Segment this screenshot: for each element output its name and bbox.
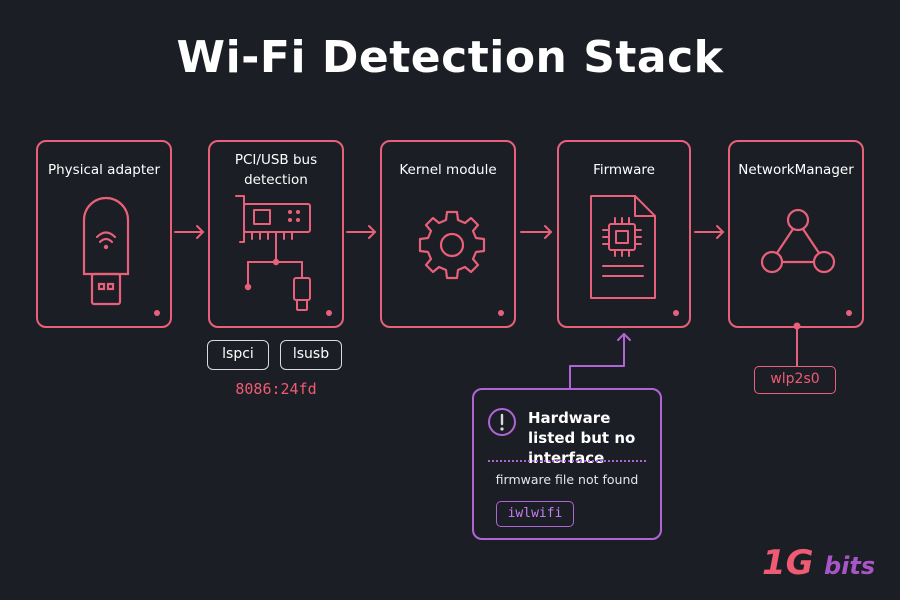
- diagram-title: Wi-Fi Detection Stack: [176, 32, 724, 83]
- bus-card-icon: [235, 195, 311, 311]
- warning-card: Hardware listed but no interface firmwar…: [472, 388, 662, 540]
- warning-detail: firmware file not found: [495, 472, 639, 487]
- stage-label: Physical adapter: [47, 162, 161, 178]
- svg-text:bits: bits: [824, 552, 875, 580]
- flow-arrow-icon: [520, 225, 553, 239]
- stage-physical-adapter: Physical adapter: [36, 140, 172, 328]
- flow-arrow-icon: [694, 225, 725, 239]
- gear-icon: [418, 210, 486, 280]
- stage-label: NetworkManager: [738, 162, 854, 178]
- stage-label: Kernel module: [399, 162, 497, 178]
- stage-bus-detection: PCI/USB bus detection: [208, 140, 344, 328]
- flow-arrow-icon: [174, 225, 205, 239]
- warning-connector-arrow: [569, 333, 631, 389]
- lspci-command-chip: lspci: [207, 340, 269, 370]
- stage-firmware: Firmware: [557, 140, 691, 328]
- warning-title: Hardware listed but no interface: [528, 409, 636, 467]
- device-id-label: 8086:24fd: [235, 380, 317, 398]
- warning-divider: [488, 460, 646, 462]
- flow-arrow-icon: [346, 225, 377, 239]
- module-name-chip: iwlwifi: [496, 501, 574, 527]
- stage-kernel-module: Kernel module: [380, 140, 516, 328]
- firmware-chip-file-icon: [590, 195, 656, 299]
- stage-corner-dot: [498, 310, 504, 316]
- interface-connector: [793, 322, 801, 366]
- network-graph-icon: [760, 208, 836, 274]
- stage-label: Firmware: [593, 162, 655, 178]
- brand-logo: 1G bits: [762, 543, 875, 583]
- interface-name-chip: wlp2s0: [754, 366, 836, 394]
- exclamation-icon: [488, 408, 516, 436]
- stage-networkmanager: NetworkManager: [728, 140, 864, 328]
- stage-corner-dot: [154, 310, 160, 316]
- stage-corner-dot: [846, 310, 852, 316]
- usb-wifi-adapter-icon: [82, 196, 130, 306]
- stage-corner-dot: [326, 310, 332, 316]
- lsusb-command-chip: lsusb: [280, 340, 342, 370]
- stage-label: PCI/USB bus detection: [234, 152, 318, 188]
- svg-text:1G: 1G: [762, 543, 814, 583]
- stage-corner-dot: [673, 310, 679, 316]
